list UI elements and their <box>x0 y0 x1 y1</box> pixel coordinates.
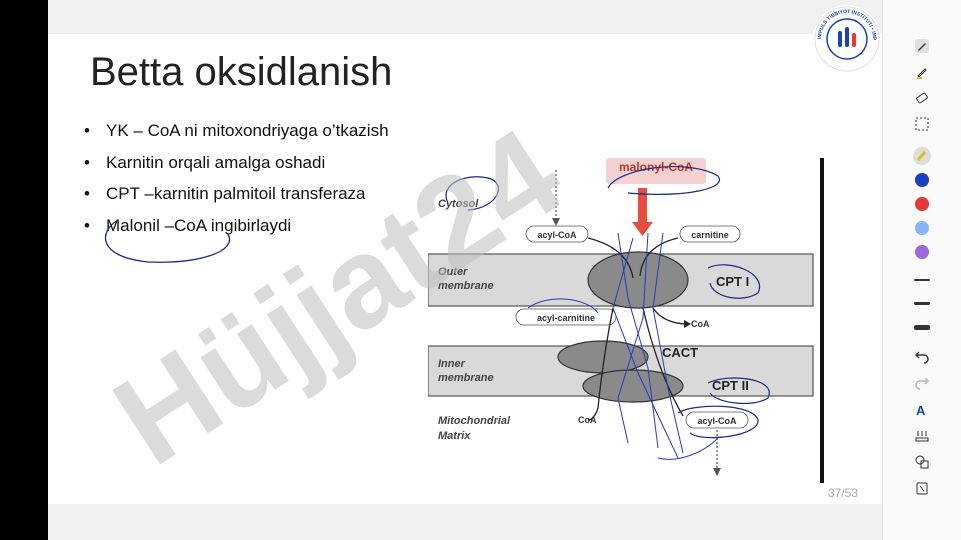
slide: Betta oksidlanish YK – CoA ni mitoxondri… <box>48 34 882 504</box>
acyl-carnitine-label: acyl-carnitine <box>537 313 595 323</box>
coa-matrix-label: CoA <box>578 415 597 425</box>
color-swatch-blue[interactable] <box>915 173 929 187</box>
matrix-label-2: Matrix <box>438 430 471 442</box>
carnitine-label: carnitine <box>691 230 729 240</box>
bullet-item: Malonil –CoA ingibirlaydi <box>84 215 389 247</box>
acyl-coa-top-label: acyl-CoA <box>537 230 577 240</box>
ruler-icon[interactable] <box>912 426 932 446</box>
top-bar <box>48 0 882 34</box>
color-swatch-purple[interactable] <box>915 245 929 259</box>
inner-membrane-label-1: Inner <box>438 358 466 370</box>
slide-title: Betta oksidlanish <box>90 50 393 94</box>
annotation-toolbar: A <box>882 0 961 540</box>
redo-icon[interactable] <box>912 372 932 392</box>
bullet-item: YK – CoA ni mitoxondriyaga o’tkazish <box>84 120 389 152</box>
bottom-bar <box>48 504 882 540</box>
bullet-item: CPT –karnitin palmitoil transferaza <box>84 183 389 215</box>
outer-membrane-label-1: Outer <box>438 266 468 278</box>
outer-membrane-label-2: membrane <box>438 280 494 292</box>
select-icon[interactable] <box>912 114 932 134</box>
bullet-item: Karnitin orqali amalga oshadi <box>84 152 389 184</box>
pen-icon[interactable] <box>912 36 932 56</box>
laser-icon[interactable] <box>912 146 932 166</box>
bullet-list: YK – CoA ni mitoxondriyaga o’tkazish Kar… <box>84 120 389 246</box>
color-swatch-lightblue[interactable] <box>915 221 929 235</box>
cpt1-label: CPT I <box>716 274 749 289</box>
logo-icon: IMPULS TIBBIYOT INSTITUTI • IMPULSE MEDI… <box>811 1 880 72</box>
color-swatch-red[interactable] <box>915 197 929 211</box>
stroke-medium[interactable] <box>914 302 930 305</box>
clear-icon[interactable] <box>912 478 932 498</box>
cpt2-label: CPT II <box>712 378 749 393</box>
cytosol-label: Cytosol <box>438 198 479 210</box>
matrix-label-1: Mitochondrial <box>438 415 511 427</box>
stroke-thick[interactable] <box>914 325 930 330</box>
cact-label: CACT <box>662 345 698 360</box>
logo: IMPULS TIBBIYOT INSTITUTI • IMPULSE MEDI… <box>811 1 881 73</box>
mitochondria-diagram: malonyl-CoA Cytosol acyl-CoA carnitine O… <box>428 158 828 483</box>
ink-annotation <box>104 219 231 263</box>
highlighter-icon[interactable] <box>912 62 932 82</box>
inner-membrane-label-2: membrane <box>438 372 494 384</box>
page-counter: 37/53 <box>828 486 859 500</box>
shapes-icon[interactable] <box>912 452 932 472</box>
coa-outer-label: CoA <box>691 319 710 329</box>
text-recognition-icon[interactable]: A <box>912 400 932 420</box>
eraser-icon[interactable] <box>912 88 932 108</box>
stroke-thin[interactable] <box>914 279 930 281</box>
svg-text:A: A <box>916 403 926 418</box>
undo-icon[interactable] <box>912 346 932 366</box>
screen: Betta oksidlanish YK – CoA ni mitoxondri… <box>48 0 961 540</box>
acyl-coa-bottom-label: acyl-CoA <box>697 416 737 426</box>
